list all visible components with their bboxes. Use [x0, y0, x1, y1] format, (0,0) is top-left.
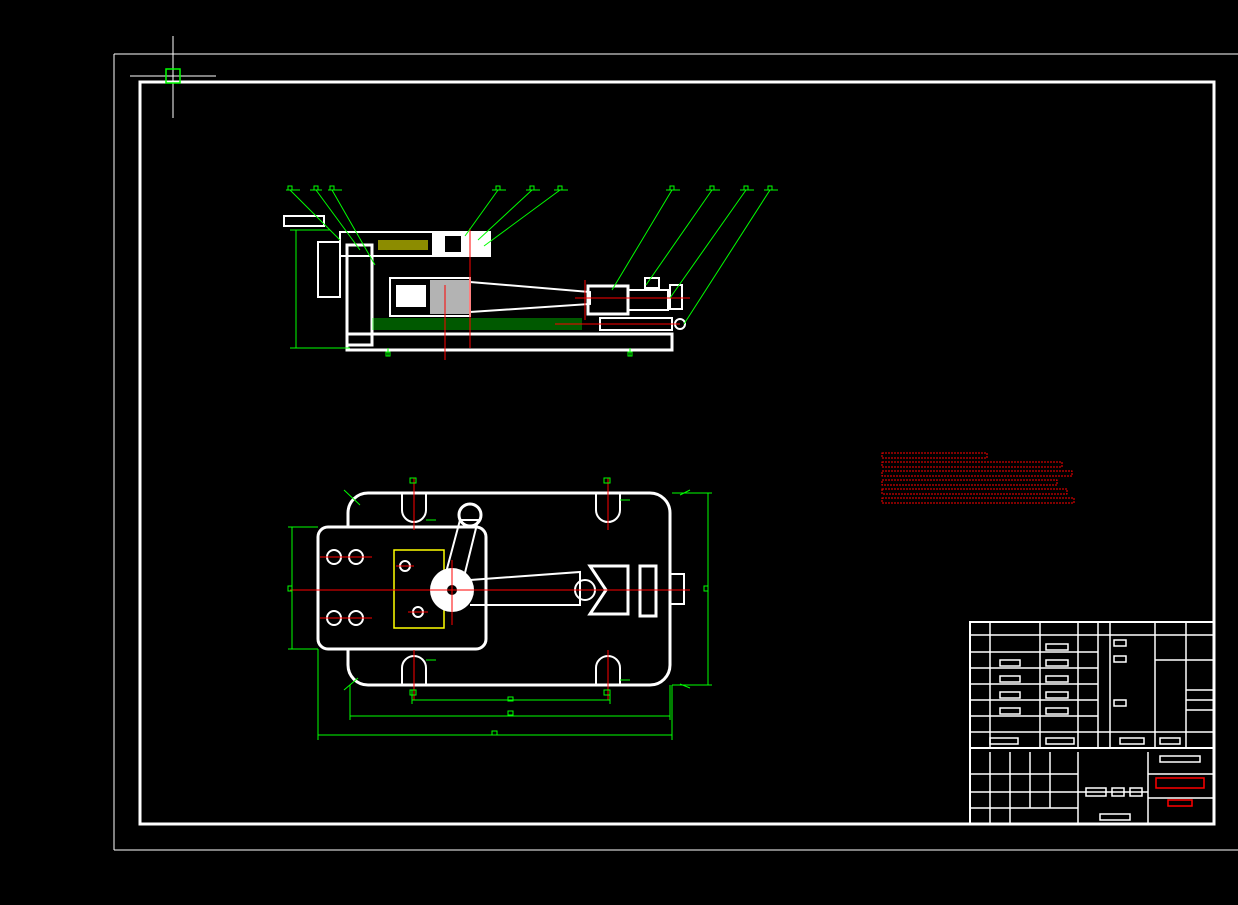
crosshair-cursor-icon: [130, 36, 216, 118]
balloon-tag: [329, 185, 335, 191]
balloon-tag: [385, 351, 391, 357]
balloon-tag: [669, 185, 675, 191]
balloon-tag: [627, 351, 633, 357]
balloon-tag: [557, 185, 563, 191]
balloon-tag: [313, 185, 319, 191]
title-block[interactable]: [969, 621, 1215, 825]
note-line: [881, 470, 1073, 477]
technical-notes: [881, 452, 1075, 504]
balloon-tag: [743, 185, 749, 191]
note-line: [881, 479, 1058, 486]
front-view[interactable]: [283, 189, 778, 360]
top-view[interactable]: [287, 477, 712, 740]
note-line: [881, 452, 988, 459]
note-line: [881, 461, 1063, 468]
note-line: [881, 497, 1075, 504]
balloon-tag: [767, 185, 773, 191]
note-line: [881, 488, 1068, 495]
sheet-border: [113, 53, 1238, 851]
balloon-tag: [495, 185, 501, 191]
balloon-tag: [529, 185, 535, 191]
balloon-tag: [287, 185, 293, 191]
part-balloons: [287, 185, 773, 357]
balloon-tag: [709, 185, 715, 191]
